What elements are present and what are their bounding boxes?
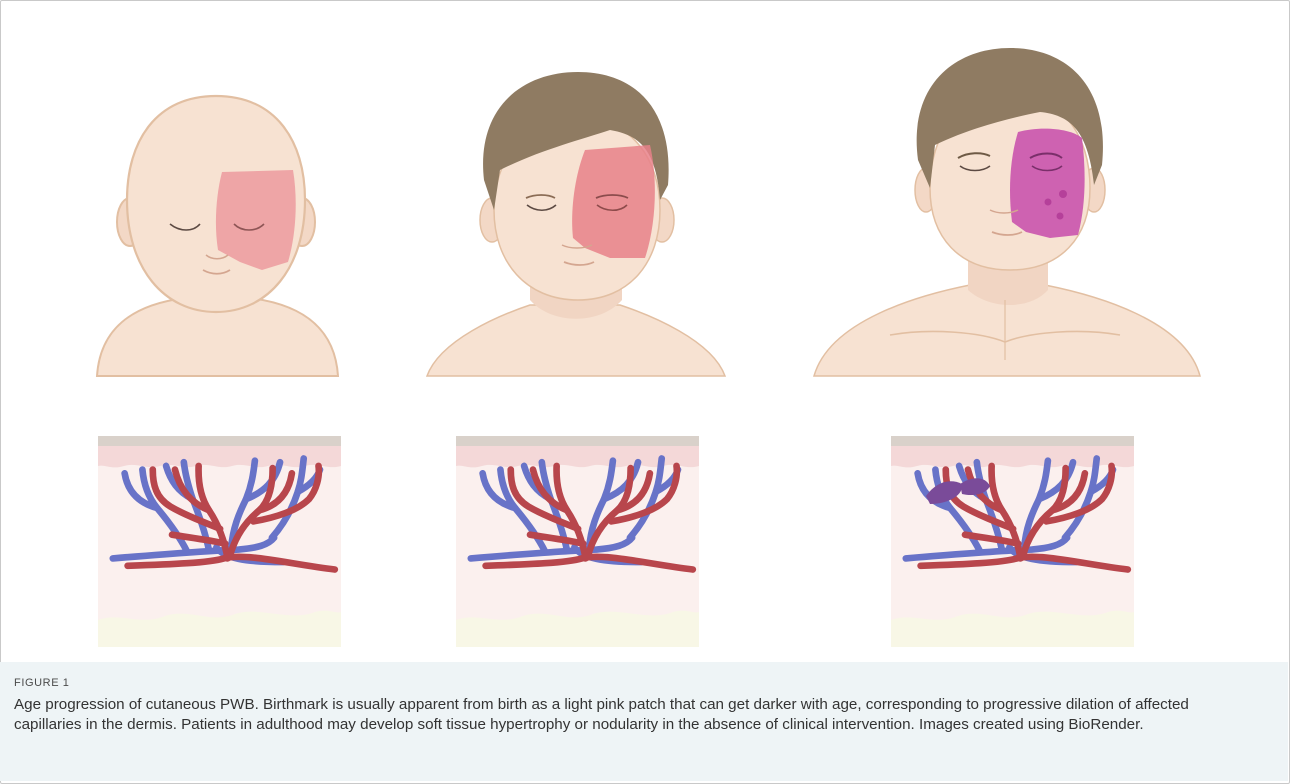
infant-illustration [97, 96, 338, 376]
figure-caption: Age progression of cutaneous PWB. Birthm… [14, 695, 1254, 735]
birthmark-patch [572, 145, 655, 258]
figure-illustration [0, 0, 1290, 662]
skin-section-infant [98, 436, 341, 647]
birthmark-patch [1010, 129, 1085, 238]
skin-section-adult [891, 436, 1134, 647]
figure-label: FIGURE 1 [14, 677, 70, 689]
adult-illustration [814, 48, 1200, 376]
child-illustration [427, 72, 725, 376]
skin-section-child [456, 436, 699, 647]
